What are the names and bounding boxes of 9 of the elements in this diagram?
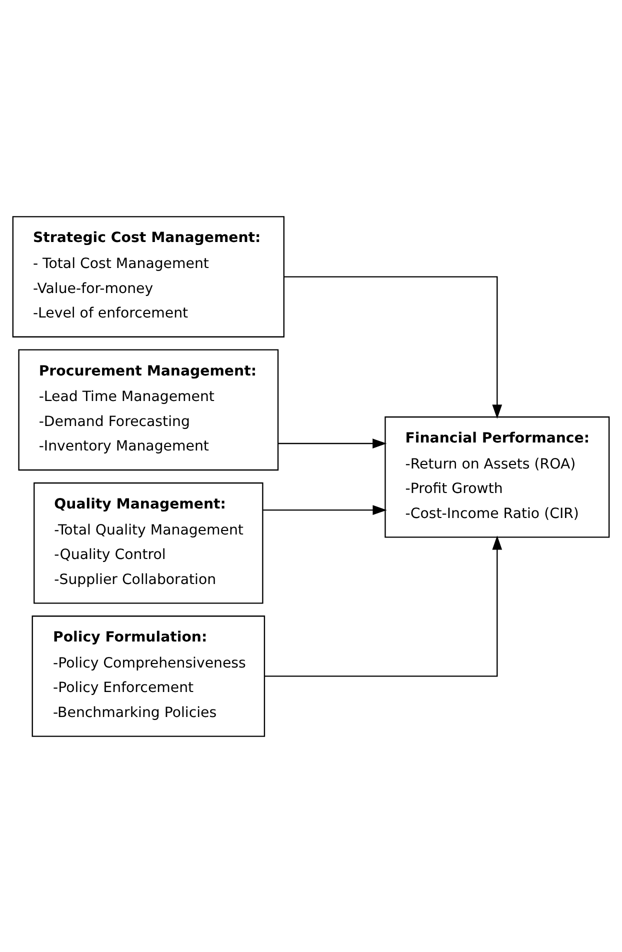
arrow: [278, 438, 387, 448]
node-box: Quality Management: -Total Quality Management -Quality Control -Supplier Collaboration: [34, 482, 264, 604]
arrow: [263, 504, 387, 515]
node-box: Procurement Management: -Lead Time Management -Demand Forecasting -Inventory Management: [18, 348, 279, 470]
arrow: [284, 276, 502, 418]
node-box: Financial Performance: -Return on Assets (ROA) -Profit Growth -Cost-Income Ratio (CIR): [384, 416, 610, 538]
node-box: Policy Formulation: -Policy Comprehensiveness -Policy Enforcement -Benchmarking Policies: [32, 615, 266, 736]
node-box: Strategic Cost Management: - Total Cost Management -Value-for-money -Level of enforcement: [12, 216, 284, 337]
arrow: [264, 535, 502, 676]
